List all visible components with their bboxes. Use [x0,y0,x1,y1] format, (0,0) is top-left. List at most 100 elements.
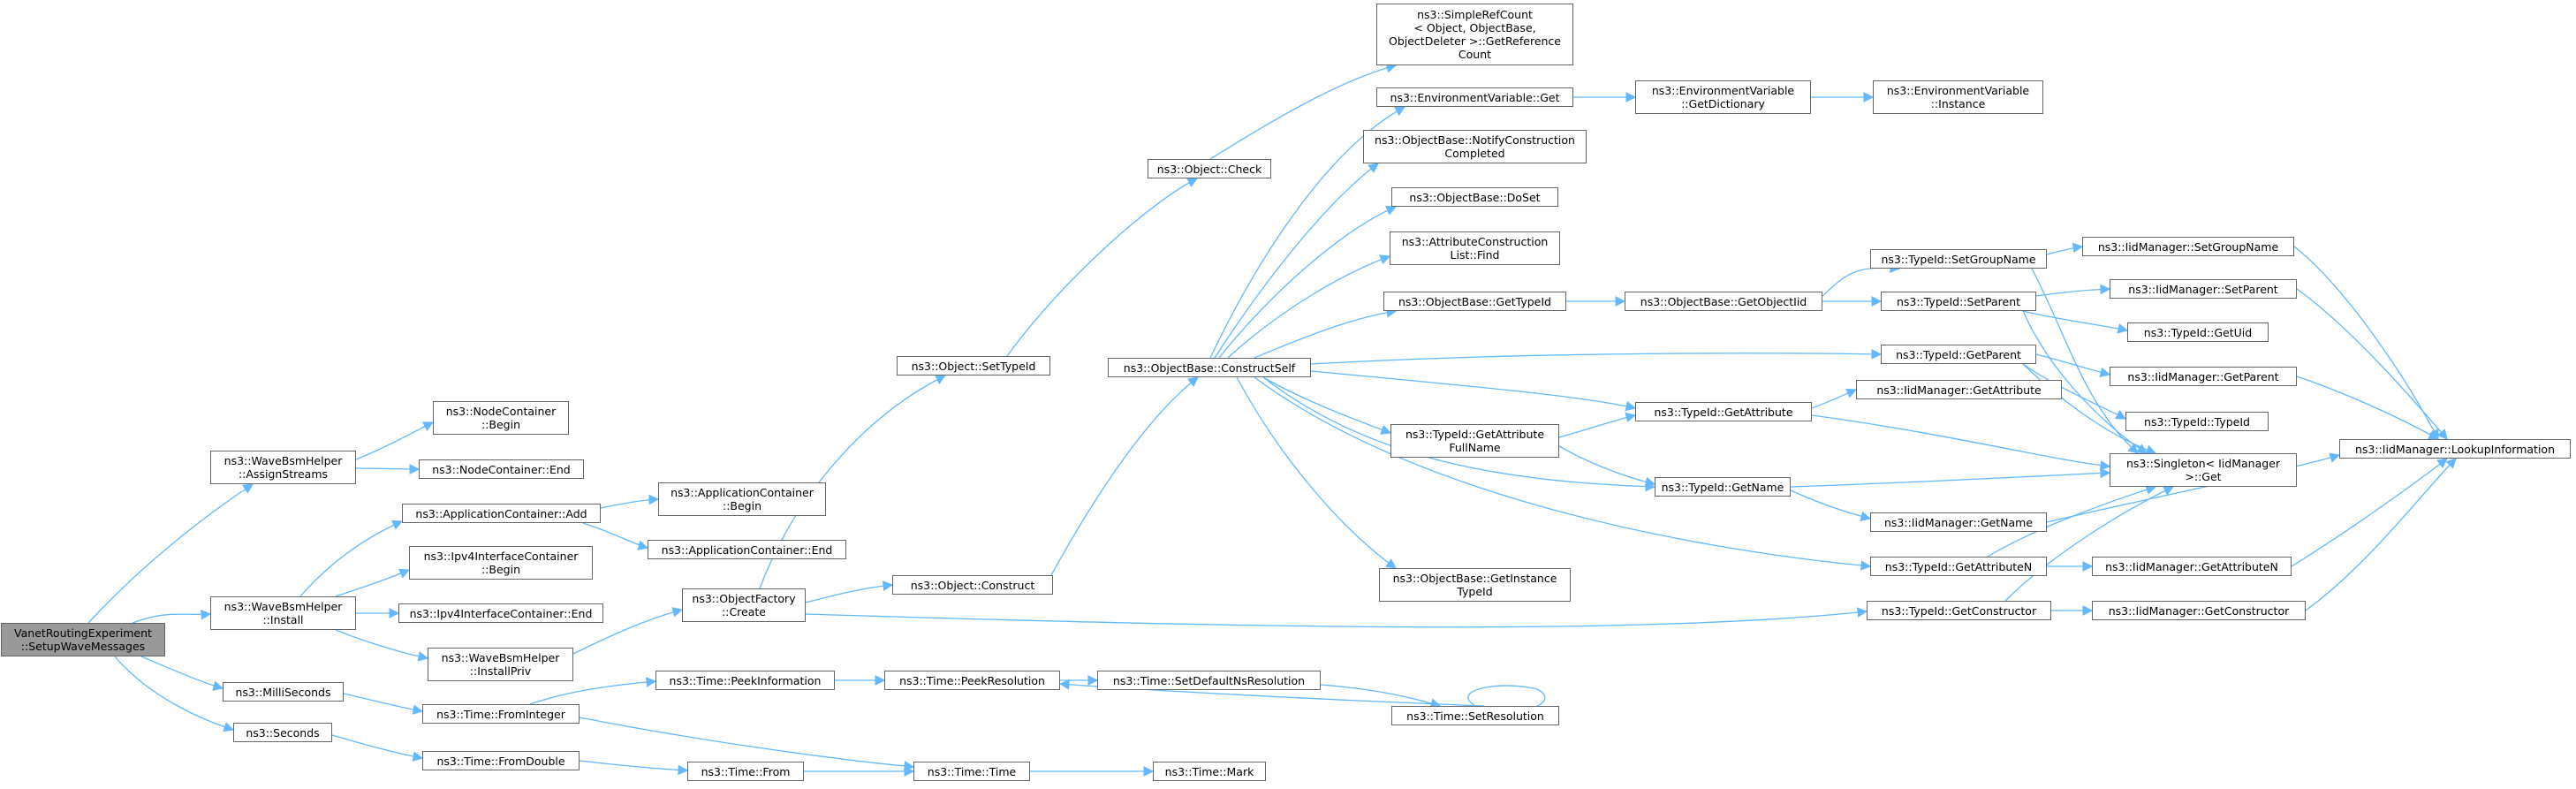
node-label: ns3::EnvironmentVariable ::Instance [1886,84,2030,110]
node-vanet-setup-wave-messages[interactable]: VanetRoutingExperiment ::SetupWaveMessag… [1,623,165,656]
node-label: ns3::Time::PeekResolution [899,673,1045,687]
node-label: ns3::WaveBsmHelper ::InstallPriv [441,651,560,678]
node-applicationcontainer-begin[interactable]: ns3::ApplicationContainer ::Begin [658,482,826,516]
node-time-from[interactable]: ns3::Time::From [687,762,804,781]
node-label: ns3::IidManager::SetParent [2128,282,2278,296]
node-iidmanager-getattributen[interactable]: ns3::IidManager::GetAttributeN [2092,557,2292,576]
node-typeid-getuid[interactable]: ns3::TypeId::GetUid [2127,322,2269,342]
node-ipv4interfacecontainer-begin[interactable]: ns3::Ipv4InterfaceContainer ::Begin [409,546,593,580]
node-time-mark[interactable]: ns3::Time::Mark [1153,762,1266,781]
node-ipv4interfacecontainer-end[interactable]: ns3::Ipv4InterfaceContainer::End [398,603,603,623]
call-edge [2296,376,2440,440]
node-environmentvariable-get[interactable]: ns3::EnvironmentVariable::Get [1376,87,1573,107]
call-edge [2293,246,2439,441]
call-edge [1209,106,1406,359]
node-time-frominteger[interactable]: ns3::Time::FromInteger [422,704,580,724]
node-applicationcontainer-end[interactable]: ns3::ApplicationContainer::End [648,540,846,559]
node-typeid-getattribute[interactable]: ns3::TypeId::GetAttribute [1635,402,1812,421]
call-edge [1006,178,1199,357]
node-label: ns3::TypeId::GetName [1661,480,1784,494]
node-label: VanetRoutingExperiment ::SetupWaveMessag… [14,626,152,653]
node-label: ns3::ObjectBase::DoSet [1409,190,1541,204]
node-object-settypeid[interactable]: ns3::Object::SetTypeId [897,356,1050,376]
node-label: ns3::ObjectFactory ::Create [692,592,796,618]
node-label: ns3::IidManager::LookupInformation [2354,442,2555,456]
call-edge [572,607,684,655]
node-iidmanager-getname[interactable]: ns3::IidManager::GetName [1870,512,2047,532]
node-label: ns3::IidManager::GetAttribute [1876,383,2042,397]
node-iidmanager-setgroupname[interactable]: ns3::IidManager::SetGroupName [2082,237,2294,256]
node-applicationcontainer-add[interactable]: ns3::ApplicationContainer::Add [402,504,601,523]
call-edge [2046,242,2084,255]
node-objectbase-notifyconstructioncompleted[interactable]: ns3::ObjectBase::NotifyConstruction Comp… [1363,130,1587,163]
node-time-time[interactable]: ns3::Time::Time [913,762,1030,781]
node-label: ns3::NodeContainer::End [432,462,571,476]
node-wavebsmhelper-assignstreams[interactable]: ns3::WaveBsmHelper ::AssignStreams [210,451,356,484]
node-iidmanager-getparent[interactable]: ns3::IidManager::GetParent [2110,367,2297,386]
node-objectbase-getinstancetypeid[interactable]: ns3::ObjectBase::GetInstance TypeId [1379,568,1571,602]
node-simplerefcount-getreferencecount[interactable]: ns3::SimpleRefCount < Object, ObjectBase… [1376,4,1573,65]
node-typeid-typeid[interactable]: ns3::TypeId::TypeId [2125,412,2269,431]
node-nodecontainer-end[interactable]: ns3::NodeContainer::End [419,459,584,479]
node-wavebsmhelper-installpriv[interactable]: ns3::WaveBsmHelper ::InstallPriv [428,648,573,681]
node-label: ns3::SimpleRefCount < Object, ObjectBase… [1388,8,1561,61]
node-label: ns3::TypeId::GetAttribute [1654,405,1793,419]
node-typeid-setgroupname[interactable]: ns3::TypeId::SetGroupName [1870,249,2047,269]
node-milliseconds[interactable]: ns3::MilliSeconds [223,682,344,702]
node-typeid-getattributefullname[interactable]: ns3::TypeId::GetAttribute FullName [1390,424,1559,458]
node-nodecontainer-begin[interactable]: ns3::NodeContainer ::Begin [433,401,569,435]
node-attributeconstructionlist-find[interactable]: ns3::AttributeConstruction List::Find [1390,231,1560,265]
call-edge [805,580,894,603]
call-edge [331,734,424,762]
call-edge [1467,685,1546,716]
node-wavebsmhelper-install[interactable]: ns3::WaveBsmHelper ::Install [210,596,356,630]
node-singleton-iidmanager-get[interactable]: ns3::Singleton< IidManager >::Get [2110,453,2297,487]
node-typeid-getname[interactable]: ns3::TypeId::GetName [1655,477,1791,497]
call-edge [114,656,235,732]
node-objectbase-doset[interactable]: ns3::ObjectBase::DoSet [1391,187,1558,207]
call-edge [1236,376,1397,569]
node-object-check[interactable]: ns3::Object::Check [1148,159,1271,178]
call-edge [1558,412,1637,438]
node-label: ns3::IidManager::GetConstructor [2108,603,2290,618]
node-label: ns3::Time::SetResolution [1406,709,1544,723]
node-object-construct[interactable]: ns3::Object::Construct [892,575,1053,595]
node-iidmanager-lookupinformation[interactable]: ns3::IidManager::LookupInformation [2339,439,2571,459]
node-label: ns3::NodeContainer ::Begin [445,405,557,431]
node-label: ns3::IidManager::SetGroupName [2097,239,2279,254]
call-edge [2031,268,2139,454]
node-objectbase-getobjectiid[interactable]: ns3::ObjectBase::GetObjectIid [1625,292,1822,311]
node-label: ns3::TypeId::SetGroupName [1881,252,2036,266]
node-label: ns3::WaveBsmHelper ::AssignStreams [224,454,343,481]
node-time-peekinformation[interactable]: ns3::Time::PeekInformation [655,671,835,690]
node-time-setresolution[interactable]: ns3::Time::SetResolution [1391,706,1559,725]
node-typeid-setparent[interactable]: ns3::TypeId::SetParent [1881,292,2036,311]
node-seconds[interactable]: ns3::Seconds [233,723,332,742]
node-label: ns3::TypeId::TypeId [2144,414,2250,429]
node-label: ns3::ObjectBase::GetTypeId [1398,294,1551,308]
node-environmentvariable-instance[interactable]: ns3::EnvironmentVariable ::Instance [1873,80,2043,114]
node-typeid-getconstructor[interactable]: ns3::TypeId::GetConstructor [1867,601,2051,620]
node-typeid-getattributen[interactable]: ns3::TypeId::GetAttributeN [1870,557,2047,576]
node-objectbase-gettypeid[interactable]: ns3::ObjectBase::GetTypeId [1383,292,1566,311]
node-label: ns3::TypeId::GetAttributeN [1884,559,2033,573]
node-label: ns3::Time::SetDefaultNsResolution [1112,673,1306,687]
node-label: ns3::ApplicationContainer ::Begin [671,486,814,512]
call-edge [1214,163,1379,359]
node-iidmanager-getconstructor[interactable]: ns3::IidManager::GetConstructor [2092,601,2306,620]
call-edge [600,494,660,509]
node-objectfactory-create[interactable]: ns3::ObjectFactory ::Create [682,588,806,622]
node-iidmanager-getattribute[interactable]: ns3::IidManager::GetAttribute [1856,380,2062,399]
call-edge [1058,679,1485,707]
node-time-fromdouble[interactable]: ns3::Time::FromDouble [422,751,580,770]
node-time-setdefaultnsresolution[interactable]: ns3::Time::SetDefaultNsResolution [1097,671,1321,690]
node-typeid-getparent[interactable]: ns3::TypeId::GetParent [1881,345,2036,364]
call-edge [2035,353,2111,378]
node-objectbase-constructself[interactable]: ns3::ObjectBase::ConstructSelf [1108,358,1311,377]
node-environmentvariable-getdictionary[interactable]: ns3::EnvironmentVariable ::GetDictionary [1635,80,1811,114]
call-edge [335,629,429,662]
node-time-peekresolution[interactable]: ns3::Time::PeekResolution [884,671,1060,690]
node-iidmanager-setparent[interactable]: ns3::IidManager::SetParent [2110,279,2297,299]
node-label: ns3::IidManager::GetName [1883,515,2034,529]
